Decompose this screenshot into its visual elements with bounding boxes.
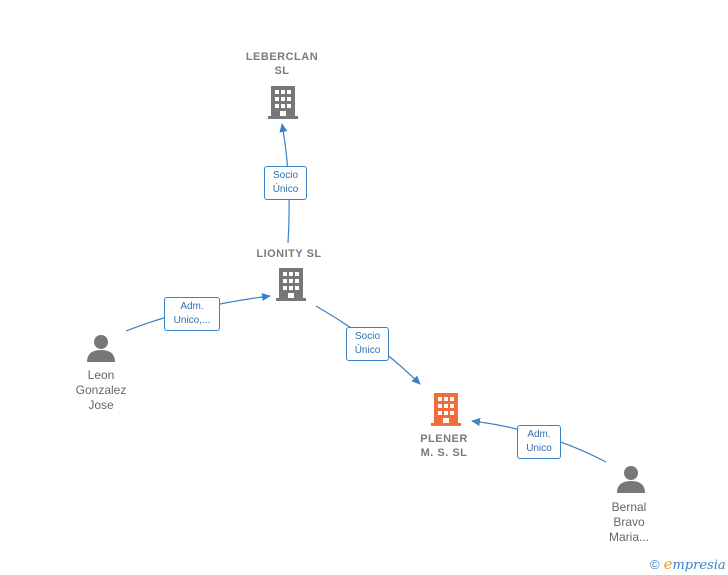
copyright-icon: ©: [650, 556, 660, 572]
brand-logo[interactable]: empresia: [664, 555, 726, 573]
edge-label-bernal-plener: Adm. Unico: [517, 425, 561, 459]
company-name-lionity[interactable]: LIONITY SL: [256, 248, 322, 260]
person-icon[interactable]: [617, 466, 645, 493]
edge-label-lionity-plener: Socio Único: [346, 327, 389, 361]
company-name-leberclan[interactable]: LEBERCLAN SL: [245, 51, 319, 77]
edge-label-lionity-leberclan: Socio Único: [264, 166, 307, 200]
person-name-bernal[interactable]: Bernal Bravo Maria...: [608, 500, 649, 544]
building-icon[interactable]: [268, 86, 298, 119]
building-icon[interactable]: [276, 268, 306, 301]
person-icon[interactable]: [87, 335, 115, 362]
edge-label-leon-lionity: Adm. Unico,...: [164, 297, 220, 331]
person-name-leon[interactable]: Leon Gonzalez Jose: [75, 368, 127, 412]
building-icon[interactable]: [431, 393, 461, 426]
brand-initial: e: [663, 555, 673, 573]
company-name-plener[interactable]: PLENER M. S. SL: [420, 433, 468, 459]
brand-name: mpresia: [672, 558, 726, 573]
footer-brand: © empresia: [650, 555, 726, 573]
